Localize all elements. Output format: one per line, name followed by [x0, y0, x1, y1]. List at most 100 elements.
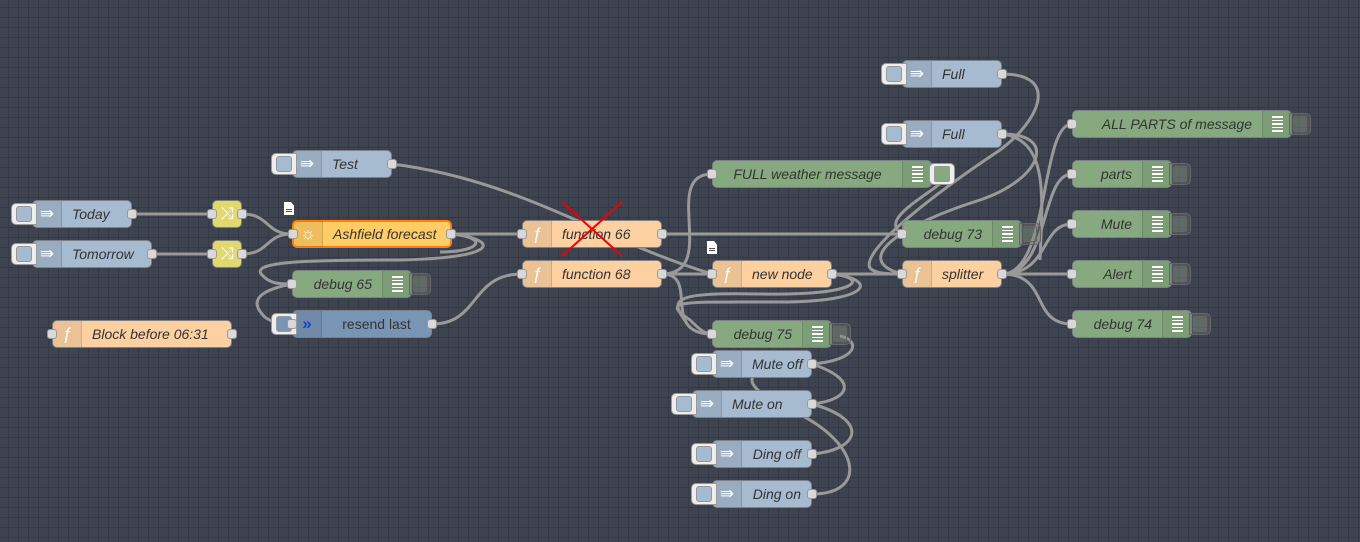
output-port[interactable]: [147, 249, 157, 259]
input-port[interactable]: [288, 229, 298, 239]
function-node-66[interactable]: ƒ function 66: [517, 220, 667, 248]
debug-node-65[interactable]: debug 65: [287, 270, 431, 298]
inject-node-test[interactable]: ⇛ Test: [271, 150, 397, 178]
wire-change2-ashfield[interactable]: [241, 232, 293, 256]
input-port[interactable]: [207, 249, 217, 259]
function-node-68[interactable]: ƒ function 68: [517, 260, 667, 288]
wire-function68-fullweather[interactable]: [661, 172, 713, 276]
change-node-2[interactable]: ⤨: [207, 240, 247, 268]
debug-node-full-weather-message[interactable]: FULL weather message: [707, 160, 955, 188]
debug-toggle-button[interactable]: [829, 323, 851, 345]
wire-splitter-allparts[interactable]: [1001, 122, 1073, 276]
inject-button[interactable]: [11, 243, 37, 265]
inject-button[interactable]: [881, 63, 907, 85]
wire-resend-function68[interactable]: [431, 272, 523, 326]
inject-node-full-1[interactable]: ⇛ Full: [881, 60, 1007, 88]
debug-toggle-button[interactable]: [1169, 163, 1191, 185]
output-port[interactable]: [237, 209, 247, 219]
node-label: Today: [72, 206, 110, 222]
inject-node-mute-off[interactable]: ⇛ Mute off: [691, 350, 817, 378]
output-port[interactable]: [237, 249, 247, 259]
node-label: Ding on: [752, 486, 801, 502]
function-icon: ƒ: [903, 261, 932, 287]
debug-node-74[interactable]: debug 74: [1067, 310, 1211, 338]
input-port[interactable]: [287, 279, 297, 289]
input-port[interactable]: [897, 269, 907, 279]
inject-node-today[interactable]: ⇛ Today: [11, 200, 137, 228]
function-node-block-before[interactable]: ƒ Block before 06:31: [47, 320, 237, 348]
debug-node-parts[interactable]: parts: [1067, 160, 1191, 188]
inject-node-ding-off[interactable]: ⇛ Ding off: [691, 440, 817, 468]
resend-node[interactable]: » resend last: [271, 310, 437, 338]
wire-mute-off-splitter[interactable]: [811, 362, 846, 406]
inject-node-mute-on[interactable]: ⇛ Mute on: [671, 390, 817, 418]
input-port[interactable]: [1067, 319, 1077, 329]
debug-toggle-button[interactable]: [409, 273, 431, 295]
output-port[interactable]: [427, 319, 437, 329]
output-port[interactable]: [446, 229, 456, 239]
wire-test-newnode[interactable]: [391, 162, 713, 276]
inject-button[interactable]: [671, 393, 697, 415]
wire-splitter-debug74[interactable]: [1001, 272, 1073, 326]
wire-function68-debug75[interactable]: [661, 272, 713, 336]
output-port[interactable]: [657, 269, 667, 279]
output-port[interactable]: [807, 359, 817, 369]
input-port[interactable]: [707, 329, 717, 339]
output-port[interactable]: [807, 399, 817, 409]
output-port[interactable]: [127, 209, 137, 219]
function-node-splitter[interactable]: ƒ splitter: [897, 260, 1007, 288]
output-port[interactable]: [997, 69, 1007, 79]
debug-toggle-button[interactable]: [1189, 313, 1211, 335]
function-node-new-node[interactable]: ƒ new node: [707, 241, 837, 288]
input-port[interactable]: [207, 209, 217, 219]
output-port[interactable]: [387, 159, 397, 169]
output-port[interactable]: [997, 269, 1007, 279]
debug-toggle-button[interactable]: [929, 163, 955, 185]
debug-toggle-button[interactable]: [1169, 263, 1191, 285]
debug-node-alert[interactable]: Alert: [1067, 260, 1191, 288]
inject-button[interactable]: [881, 123, 907, 145]
wire-change1-ashfield[interactable]: [241, 212, 293, 236]
debug-node-all-parts[interactable]: ALL PARTS of message: [1067, 110, 1311, 138]
inject-node-ding-on[interactable]: ⇛ Ding on: [691, 480, 817, 508]
inject-button[interactable]: [11, 203, 37, 225]
output-port[interactable]: [807, 489, 817, 499]
inject-button[interactable]: [271, 153, 297, 175]
inject-button[interactable]: [691, 483, 717, 505]
input-port[interactable]: [707, 169, 717, 179]
input-port[interactable]: [517, 229, 527, 239]
change-node-1[interactable]: ⤨: [207, 200, 247, 228]
input-port[interactable]: [1067, 219, 1077, 229]
output-port[interactable]: [657, 229, 667, 239]
arrow-in-icon: ⇛: [693, 391, 722, 417]
output-port[interactable]: [227, 329, 237, 339]
output-port[interactable]: [997, 129, 1007, 139]
inject-button[interactable]: [691, 443, 717, 465]
debug-node-mute[interactable]: Mute: [1067, 210, 1191, 238]
inject-node-tomorrow[interactable]: ⇛ Tomorrow: [11, 240, 157, 268]
debug-toggle-button[interactable]: [1289, 113, 1311, 135]
node-label: Full: [942, 126, 965, 142]
wire-muteon-loop[interactable]: [811, 402, 854, 456]
node-label: parts: [1100, 166, 1132, 182]
input-port[interactable]: [897, 229, 907, 239]
input-port[interactable]: [47, 329, 57, 339]
input-port[interactable]: [1067, 269, 1077, 279]
inject-node-full-2[interactable]: ⇛ Full: [881, 120, 1007, 148]
wire-full2-splitter[interactable]: [879, 132, 1039, 276]
weather-node-ashfield-forecast[interactable]: ☼ Ashfield forecast: [284, 202, 456, 248]
input-port[interactable]: [1067, 169, 1077, 179]
input-port[interactable]: [707, 269, 717, 279]
arrow-in-icon: ⇛: [903, 121, 932, 147]
inject-button[interactable]: [691, 353, 717, 375]
output-port[interactable]: [827, 269, 837, 279]
debug-node-75[interactable]: debug 75: [707, 320, 851, 348]
input-port[interactable]: [1067, 119, 1077, 129]
output-port[interactable]: [807, 449, 817, 459]
node-label: Mute on: [732, 396, 783, 412]
debug-toggle-button[interactable]: [1169, 213, 1191, 235]
debug-toggle-button[interactable]: [1019, 223, 1041, 245]
input-port[interactable]: [287, 319, 297, 329]
input-port[interactable]: [517, 269, 527, 279]
debug-node-73[interactable]: debug 73: [897, 220, 1041, 248]
